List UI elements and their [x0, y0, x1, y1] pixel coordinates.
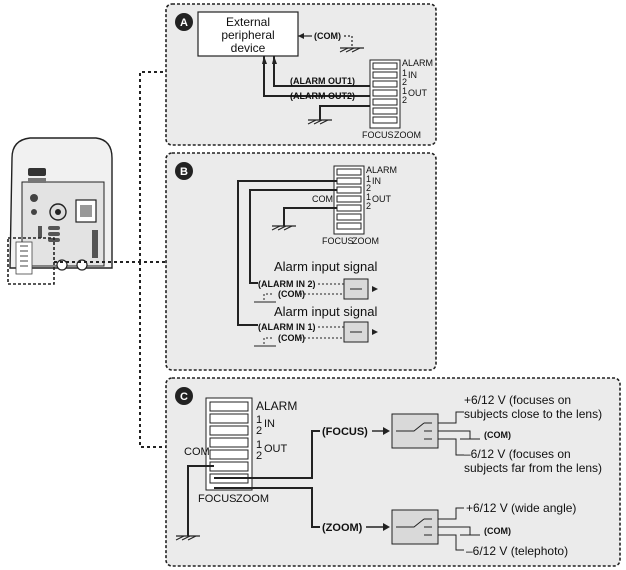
- b-out-1: 1: [366, 192, 371, 202]
- a-focus-label: FOCUS: [362, 130, 394, 140]
- c-focus-label: FOCUS: [198, 493, 237, 505]
- a-com-label: (COM): [314, 31, 341, 41]
- b-out-label: OUT: [372, 194, 392, 204]
- c-out-label: OUT: [264, 443, 288, 455]
- c-focus-plus-line1: +6/12 V (focuses on: [464, 393, 571, 407]
- b-out-2: 2: [366, 201, 371, 211]
- panel-c-letter: C: [180, 391, 188, 403]
- c-in-1: 1: [256, 414, 262, 426]
- a-in-2: 2: [402, 77, 407, 87]
- panel-b: B ALARM 1 IN 2 1 OUT 2 FOCUS ZOOM COM: [165, 152, 437, 371]
- c-zoom-com-label: (COM): [484, 526, 511, 536]
- b-com-label: COM: [312, 194, 333, 204]
- c-alarm-title: ALARM: [256, 399, 297, 413]
- c-focus-minus-line2: subjects far from the lens): [464, 461, 602, 475]
- b-alarm-input-signal-bottom: Alarm input signal: [274, 304, 377, 319]
- camera-illustration: [7, 137, 113, 285]
- b-in-2: 2: [366, 183, 371, 193]
- c-zoom-minus-label: –6/12 V (telephoto): [466, 544, 568, 558]
- c-focus-wire-label: (FOCUS): [322, 426, 368, 438]
- c-com-label: COM: [184, 446, 210, 458]
- external-device-box: [197, 11, 299, 57]
- panel-c: C ALARM 1 IN 2 1 OUT 2 FOCUS ZOOM COM: [165, 377, 621, 567]
- b-focus-label: FOCUS: [322, 236, 354, 246]
- b-alarm-in2-label: (ALARM IN 2): [258, 279, 316, 289]
- b-alarm-input-signal-top: Alarm input signal: [274, 259, 377, 274]
- device-label-3: device: [231, 41, 266, 55]
- device-label-2: peripheral: [221, 28, 274, 42]
- a-out-label: OUT: [408, 88, 428, 98]
- c-in-2: 2: [256, 425, 262, 437]
- camera-connection-lines: [54, 71, 166, 448]
- c-out-1: 1: [256, 439, 262, 451]
- c-in-label: IN: [264, 418, 275, 430]
- b-zoom-label: ZOOM: [352, 236, 379, 246]
- c-zoom-label: ZOOM: [236, 493, 269, 505]
- a-out-2: 2: [402, 95, 407, 105]
- terminal-block-c: ALARM 1 IN 2 1 OUT 2 FOCUS ZOOM: [198, 397, 297, 505]
- terminal-block-a: ALARM 1 IN 2 1 OUT 2 FOCUS ZOOM: [362, 58, 433, 140]
- b-in-label: IN: [372, 176, 381, 186]
- b-alarm-in1-label: (ALARM IN 1): [258, 322, 316, 332]
- a-alarm-out1-label: (ALARM OUT1): [290, 76, 355, 86]
- a-alarm-title: ALARM: [402, 58, 433, 68]
- c-focus-com-label: (COM): [484, 430, 511, 440]
- a-in-1: 1: [402, 68, 407, 78]
- terminal-block-b: ALARM 1 IN 2 1 OUT 2 FOCUS ZOOM: [322, 165, 397, 246]
- a-in-label: IN: [408, 70, 417, 80]
- b-in-1: 1: [366, 174, 371, 184]
- b-alarm-title: ALARM: [366, 165, 397, 175]
- c-zoom-wire-label: (ZOOM): [322, 522, 363, 534]
- device-label-1: External: [226, 15, 270, 29]
- panel-a: A External peripheral device (COM) (ALAR…: [165, 3, 437, 146]
- c-focus-minus-line1: –6/12 V (focuses on: [464, 447, 571, 461]
- c-focus-plus-line2: subjects close to the lens): [464, 407, 602, 421]
- a-alarm-out2-label: (ALARM OUT2): [290, 91, 355, 101]
- b-com-top-label: (COM): [278, 289, 305, 299]
- b-com-bottom-label: (COM): [278, 333, 305, 343]
- c-out-2: 2: [256, 450, 262, 462]
- c-zoom-plus-label: +6/12 V (wide angle): [466, 501, 576, 515]
- panel-a-letter: A: [180, 17, 188, 29]
- a-out-1: 1: [402, 86, 407, 96]
- a-zoom-label: ZOOM: [394, 130, 421, 140]
- panel-b-letter: B: [180, 166, 188, 178]
